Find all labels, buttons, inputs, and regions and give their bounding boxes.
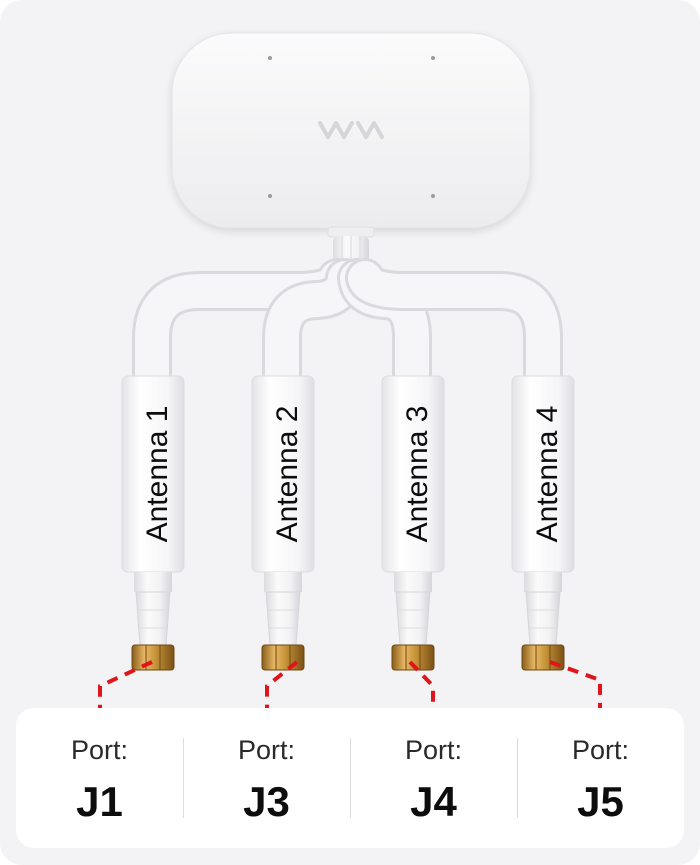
antenna-3-label: Antenna 3 (401, 406, 434, 543)
sma-connector-icon (391, 644, 435, 671)
antenna-1-label: Antenna 1 (141, 406, 174, 543)
port-id: J5 (577, 778, 624, 825)
port-id: J3 (243, 778, 290, 825)
port-id: J1 (76, 778, 123, 825)
antenna-1: Antenna 1 (121, 375, 185, 671)
port-cell-j3: Port: J3 (183, 708, 350, 848)
antenna-device-body (171, 32, 531, 229)
antenna-4: Antenna 4 (511, 375, 575, 671)
port-panel: Port: J1 Port: J3 Port: J4 Port: J5 (16, 708, 684, 848)
port-label: Port: (237, 735, 296, 765)
antenna-3: Antenna 3 (381, 375, 445, 671)
port-cell-j5: Port: J5 (517, 708, 684, 848)
antenna-2-label: Antenna 2 (271, 406, 304, 543)
cable-antenna-4 (345, 258, 563, 400)
mount-hole-icon (268, 56, 435, 198)
port-label: Port: (571, 735, 630, 765)
port-label: Port: (70, 735, 129, 765)
antenna-4-label: Antenna 4 (531, 406, 564, 543)
port-label: Port: (404, 735, 463, 765)
cable-antenna-2 (262, 258, 365, 400)
sma-connector-icon (131, 644, 175, 671)
antenna-2: Antenna 2 (251, 375, 315, 671)
port-cell-j1: Port: J1 (16, 708, 183, 848)
port-id: J4 (410, 778, 457, 825)
port-cell-j4: Port: J4 (350, 708, 517, 848)
wave-logo-icon (318, 121, 384, 139)
sma-connector-icon (261, 644, 305, 671)
